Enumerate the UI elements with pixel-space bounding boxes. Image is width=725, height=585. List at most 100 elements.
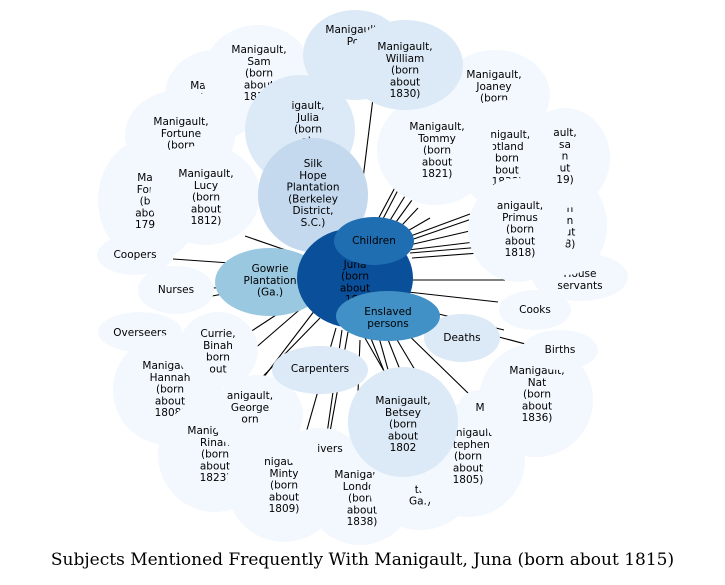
- node-bubble-nat: [479, 343, 593, 457]
- node-label-line: n: [567, 215, 574, 227]
- node-label-line: (born: [294, 124, 322, 136]
- node-label-line: anigault,: [227, 390, 273, 402]
- node-label-line: ut: [565, 227, 576, 239]
- node-cooks[interactable]: Cooks: [499, 290, 571, 330]
- node-label-line: 19): [556, 174, 573, 186]
- node-bubble-deaths: [424, 314, 500, 362]
- node-coopers[interactable]: Coopers: [97, 235, 173, 275]
- node-label-line: about: [522, 400, 552, 412]
- node-label-line: 1821): [422, 168, 453, 180]
- node-bubble-primus: [468, 178, 568, 282]
- node-deaths[interactable]: Deaths: [424, 314, 500, 362]
- node-label-drivers: ivers: [317, 443, 342, 455]
- node-label-line: about: [453, 462, 483, 474]
- diagram-caption: Subjects Mentioned Frequently With Manig…: [50, 550, 675, 570]
- node-label-line: Manigault,: [409, 121, 464, 133]
- node-label-coopers: Coopers: [113, 249, 156, 261]
- node-label-line: Deaths: [443, 332, 480, 344]
- node-bubble-tommy: [377, 95, 493, 205]
- node-label-line: (born: [192, 192, 220, 204]
- network-edge-5: [172, 258, 231, 264]
- node-label-line: Manigault,: [231, 44, 286, 56]
- node-bubble-carpenters: [272, 346, 368, 394]
- node-label-line: about: [340, 282, 370, 294]
- node-label-line: Joaney: [475, 81, 511, 93]
- node-label-cooks: Cooks: [519, 304, 551, 316]
- node-label-line: born: [206, 352, 230, 364]
- node-label-line: Rinah: [200, 437, 230, 449]
- node-label-line: Manigault,: [153, 116, 208, 128]
- node-label-line: otland: [490, 141, 523, 153]
- node-label-line: (born: [341, 271, 369, 283]
- node-label-line: Ga.): [409, 496, 431, 508]
- node-label-line: 1805): [453, 474, 484, 486]
- node-bubble-enslaved: [336, 291, 440, 341]
- node-label-line: Manigault,: [178, 168, 233, 180]
- node-label-line: Nurses: [158, 284, 194, 296]
- node-label-line: servants: [557, 280, 602, 292]
- node-label-children: Children: [352, 235, 396, 247]
- node-label-line: 1812): [191, 215, 222, 227]
- node-bubble-lucy: [150, 145, 260, 245]
- node-label-line: M: [475, 402, 484, 414]
- node-drivers[interactable]: ivers: [285, 428, 355, 472]
- node-nurses[interactable]: Nurses: [138, 266, 214, 314]
- node-label-line: Ma: [190, 80, 206, 92]
- node-label-line: (born: [454, 451, 482, 463]
- node-label-line: 1818): [505, 247, 536, 259]
- node-label-line: Ma: [137, 172, 153, 184]
- node-label-line: Manigault,: [377, 41, 432, 53]
- node-label-line: 1830): [390, 88, 421, 100]
- node-bubble-betsey: [348, 367, 458, 477]
- node-label-line: Births: [545, 344, 576, 356]
- node-label-line: Gowrie: [252, 263, 289, 275]
- node-label-line: Currie,: [200, 328, 235, 340]
- node-label-line: Hope: [299, 170, 326, 182]
- node-label-line: orn: [241, 414, 258, 426]
- node-label-line: (born: [423, 145, 451, 157]
- node-label-line: Plantation: [286, 182, 339, 194]
- node-label-line: District,: [292, 205, 333, 217]
- node-bubble-gowrie: [215, 248, 325, 316]
- node-label-line: S.C.): [301, 217, 326, 229]
- node-label-line: ault,: [553, 127, 576, 139]
- node-children[interactable]: Children: [334, 217, 414, 265]
- node-label-line: (born: [348, 493, 376, 505]
- node-label-line: Julia: [296, 112, 319, 124]
- node-label-line: sa: [559, 139, 571, 151]
- node-carpenters[interactable]: Carpenters: [272, 346, 368, 394]
- node-label-line: (born: [506, 224, 534, 236]
- node-births[interactable]: Births: [522, 330, 598, 370]
- node-label-line: Enslaved: [364, 306, 411, 318]
- node-label-line: (Ga.): [257, 287, 283, 299]
- node-label-line: n: [567, 203, 574, 215]
- node-bubble-currie-binah: [178, 312, 258, 388]
- node-label-m-sm: M: [475, 402, 484, 414]
- node-label-line: about: [505, 235, 535, 247]
- node-label-line: (Berkeley: [288, 193, 338, 205]
- node-m-sm[interactable]: M: [458, 390, 502, 426]
- node-label-line: anigault,: [497, 200, 543, 212]
- node-label-line: Manigault,: [375, 395, 430, 407]
- subjects-network-diagram: MaClMaFor(babo179CoopersOverseersManigau…: [97, 10, 628, 545]
- node-label-line: 1838): [347, 516, 378, 528]
- node-label-line: 1802: [390, 442, 417, 454]
- node-label-line: persons: [367, 318, 408, 330]
